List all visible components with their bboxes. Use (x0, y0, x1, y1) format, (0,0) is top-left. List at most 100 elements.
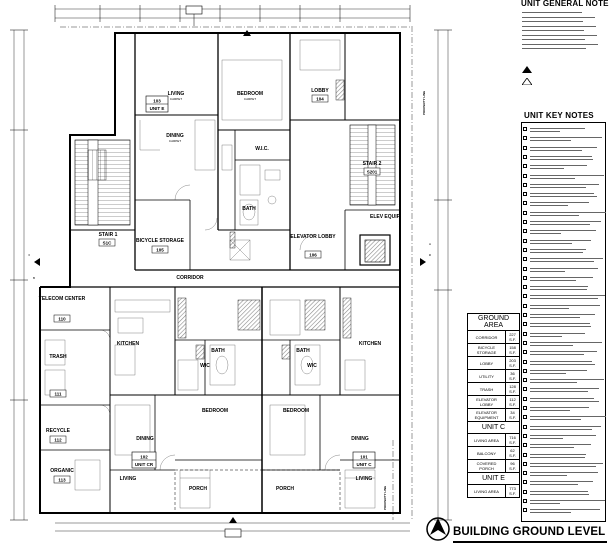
note-text-line (522, 43, 598, 45)
unit-tag-102: 102 UNIT CR (131, 451, 157, 469)
note-text-line (522, 30, 584, 31)
key-note-number-box (523, 452, 527, 457)
key-note-text-line (530, 196, 597, 198)
key-note-number-box (523, 415, 527, 420)
key-notes-box (521, 122, 606, 522)
key-note-number-box (523, 443, 527, 448)
key-note-text-line (530, 258, 603, 260)
key-note-text-line (530, 202, 589, 204)
key-note-text-line (530, 298, 598, 300)
key-note-number-box (523, 350, 527, 355)
key-note-text-line (530, 354, 584, 356)
svg-text:CARPET: CARPET (169, 139, 181, 143)
key-note-text-line (530, 341, 602, 343)
room-dining-left: DINING (136, 436, 154, 442)
key-note-number-box (523, 499, 527, 503)
key-note-text-line (530, 279, 576, 281)
room-labels: LIVING CARPET BEDROOM CARPET LOBBY DININ… (39, 88, 401, 492)
room-bath-left: BATH (211, 348, 225, 354)
key-note-text-line (530, 183, 599, 185)
key-note-number-box (523, 182, 527, 187)
key-note-text-line (530, 128, 585, 129)
svg-text:105: 105 (156, 248, 164, 253)
key-note-text-line (530, 512, 571, 514)
key-note-text-line (530, 453, 586, 455)
notes-panel: UNIT GENERAL NOTES UNIT KEY NOTES (518, 0, 609, 547)
room-telecom: TELECOM CENTER (39, 296, 86, 302)
room-dining-top: DINING (166, 133, 184, 139)
room-stair-1: STAIR 1 (99, 232, 118, 238)
room-stair-2: STAIR 2 (363, 161, 382, 167)
key-note-text-line (530, 174, 604, 176)
key-note-number-box (523, 294, 527, 299)
room-bicycle-storage: BICYCLE STORAGE (136, 238, 185, 244)
section-marker-left: A (27, 254, 40, 266)
key-note-text-line (530, 484, 578, 486)
label-property-line-lower: PROPERTY LINE (383, 486, 387, 510)
note-text-line (522, 16, 595, 18)
svg-text:112: 112 (54, 438, 62, 443)
key-note-text-line (530, 186, 586, 188)
room-kitchen-left: KITCHEN (117, 341, 140, 347)
key-note-number-box (523, 406, 527, 410)
north-arrow-circle-icon (425, 515, 451, 543)
svg-text:110: 110 (58, 317, 66, 322)
key-note-number-box (523, 313, 527, 317)
key-note-number-box (523, 164, 527, 169)
svg-text:113: 113 (58, 478, 66, 483)
unit-c-header: UNIT C (467, 421, 520, 434)
key-note-text-line (530, 428, 592, 430)
section-marker-right: B (420, 254, 432, 266)
key-note-text-line (530, 465, 596, 467)
key-note-text-line (530, 211, 606, 213)
svg-text:111: 111 (54, 392, 62, 397)
room-bath-top: BATH (242, 206, 256, 212)
key-note-text-line (530, 155, 592, 157)
key-note-number-box (523, 340, 527, 345)
room-bath-right: BATH (296, 348, 310, 354)
key-note-text-line (530, 230, 596, 232)
note-text-line (522, 48, 586, 49)
upper-fixtures (139, 39, 341, 261)
key-note-text-line (530, 372, 566, 374)
key-note-number-box (523, 136, 527, 141)
key-note-text-line (530, 248, 586, 250)
exterior-walls (39, 32, 401, 514)
key-note-text-line (530, 434, 596, 436)
key-note-text-line (530, 140, 571, 142)
svg-text:102: 102 (140, 455, 148, 460)
key-note-text-line (530, 261, 594, 263)
key-note-number-box (523, 247, 527, 252)
key-note-text-line (530, 500, 605, 501)
key-note-text-line (530, 323, 590, 325)
room-living-top: LIVING (168, 91, 185, 97)
key-note-text-line (530, 425, 601, 427)
room-elev-equip: ELEV EQUIP (370, 214, 401, 220)
room-porch-right: PORCH (276, 486, 294, 492)
key-note-text-line (530, 177, 575, 179)
key-note-text-line (530, 416, 606, 418)
key-note-text-line (530, 233, 561, 235)
key-note-number-box (523, 154, 527, 159)
key-note-number-box (523, 266, 527, 271)
grid-label-a: A (429, 242, 431, 246)
key-note-number-box (523, 322, 527, 327)
svg-text:UNIT C: UNIT C (357, 462, 373, 467)
svg-text:101: 101 (360, 455, 368, 460)
grid-marker-bottom (224, 517, 242, 538)
key-note-text-line (530, 379, 604, 381)
key-note-text-line (530, 444, 591, 446)
unit-key-notes-title: UNIT KEY NOTES (524, 111, 594, 120)
grid-marker-top (185, 5, 203, 26)
key-note-number-box (523, 387, 527, 392)
room-number-tags: 104 S1C S201 105 106 110 111 112 113 (49, 94, 381, 484)
room-recycle: RECYCLE (46, 428, 71, 434)
key-note-text-line (530, 388, 599, 390)
